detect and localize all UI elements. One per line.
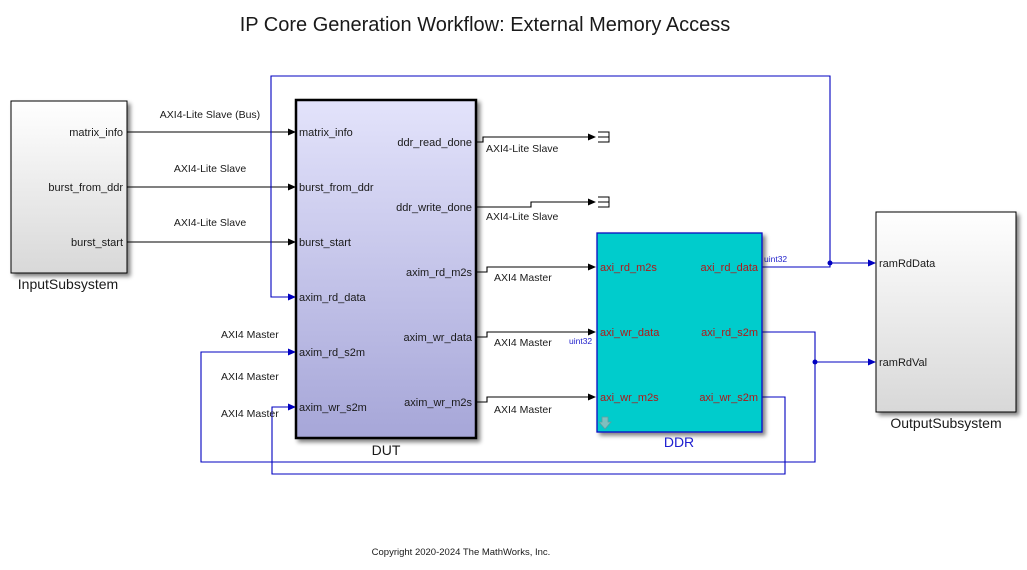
down-arrow-icon — [598, 416, 612, 430]
label-ddr-read-done: AXI4-Lite Slave — [486, 143, 559, 155]
port-out-ddr-write-done: ddr_write_done — [396, 202, 472, 214]
port-in-axi-rd-m2s: axi_rd_m2s — [600, 262, 657, 274]
terminator-ddr-write-done[interactable] — [598, 196, 610, 208]
label-axim-rd-data-in: AXI4 Master — [221, 329, 279, 341]
wire-axi-rd-data[interactable] — [270, 75, 876, 301]
port-out-axim-rd-m2s: axim_rd_m2s — [406, 267, 473, 279]
port-in-axim-rd-data: axim_rd_data — [299, 292, 367, 304]
label-axim-wr-m2s: AXI4 Master — [494, 404, 552, 416]
wire-axim-wr-data[interactable] — [476, 328, 596, 338]
wire-axi-rd-s2m[interactable] — [200, 331, 876, 463]
port-in-axi-wr-m2s: axi_wr_m2s — [600, 392, 659, 404]
port-out-ddr-read-done: ddr_read_done — [397, 137, 472, 149]
port-out-axim-wr-data: axim_wr_data — [404, 332, 473, 344]
port-out-matrix-info: matrix_info — [69, 127, 123, 139]
wire-axim-wr-m2s[interactable] — [476, 393, 596, 403]
diagram-title: IP Core Generation Workflow: External Me… — [240, 14, 731, 36]
input-subsystem-block[interactable]: matrix_info burst_from_ddr burst_start — [10, 100, 128, 274]
wire-axim-rd-m2s[interactable] — [476, 263, 596, 273]
dut-block[interactable]: matrix_info burst_from_ddr burst_start a… — [294, 98, 478, 440]
port-out-axi-wr-s2m: axi_wr_s2m — [699, 392, 758, 404]
port-in-axi-wr-data: axi_wr_data — [600, 327, 660, 339]
port-in-ramrddata: ramRdData — [879, 258, 936, 270]
copyright-text: Copyright 2020-2024 The MathWorks, Inc. — [372, 547, 551, 558]
output-subsystem-block[interactable]: ramRdData ramRdVal — [875, 211, 1017, 413]
label-ddr-write-done: AXI4-Lite Slave — [486, 211, 559, 223]
wire-burst-from-ddr[interactable] — [127, 183, 296, 191]
input-subsystem-name: InputSubsystem — [18, 276, 118, 292]
dtype-axi-wr-data: uint32 — [569, 336, 592, 346]
wire-matrix-info[interactable] — [127, 128, 296, 136]
wire-ddr-write-done[interactable] — [476, 198, 596, 208]
label-axim-rd-s2m-in: AXI4 Master — [221, 371, 279, 383]
terminator-ddr-read-done[interactable] — [598, 131, 610, 143]
ddr-block[interactable]: axi_rd_m2s axi_wr_data axi_wr_m2s axi_rd… — [596, 232, 763, 433]
port-in-burst-start: burst_start — [299, 237, 351, 249]
label-axim-rd-m2s: AXI4 Master — [494, 272, 552, 284]
wire-axi-wr-s2m[interactable] — [271, 396, 786, 475]
port-in-matrix-info: matrix_info — [299, 127, 353, 139]
label-burst-start: AXI4-Lite Slave — [174, 217, 247, 229]
port-in-axim-wr-s2m: axim_wr_s2m — [299, 402, 367, 414]
label-matrix-info: AXI4-Lite Slave (Bus) — [160, 109, 260, 121]
port-in-axim-rd-s2m: axim_rd_s2m — [299, 347, 365, 359]
wire-ddr-read-done[interactable] — [476, 133, 596, 143]
dut-name: DUT — [372, 442, 401, 458]
port-out-axim-wr-m2s: axim_wr_m2s — [404, 397, 472, 409]
output-subsystem-name: OutputSubsystem — [890, 415, 1001, 431]
label-axim-wr-data: AXI4 Master — [494, 337, 552, 349]
port-in-burst-from-ddr: burst_from_ddr — [299, 182, 374, 194]
ddr-name: DDR — [664, 434, 694, 450]
port-in-ramrdval: ramRdVal — [879, 357, 927, 369]
port-out-axi-rd-data: axi_rd_data — [701, 262, 759, 274]
port-out-axi-rd-s2m: axi_rd_s2m — [701, 327, 758, 339]
port-out-burst-start: burst_start — [71, 237, 123, 249]
label-burst-from-ddr: AXI4-Lite Slave — [174, 163, 247, 175]
wire-burst-start[interactable] — [127, 238, 296, 246]
port-out-burst-from-ddr: burst_from_ddr — [48, 182, 123, 194]
dtype-axi-rd-data: uint32 — [764, 254, 787, 264]
label-axim-wr-s2m-in: AXI4 Master — [221, 408, 279, 420]
